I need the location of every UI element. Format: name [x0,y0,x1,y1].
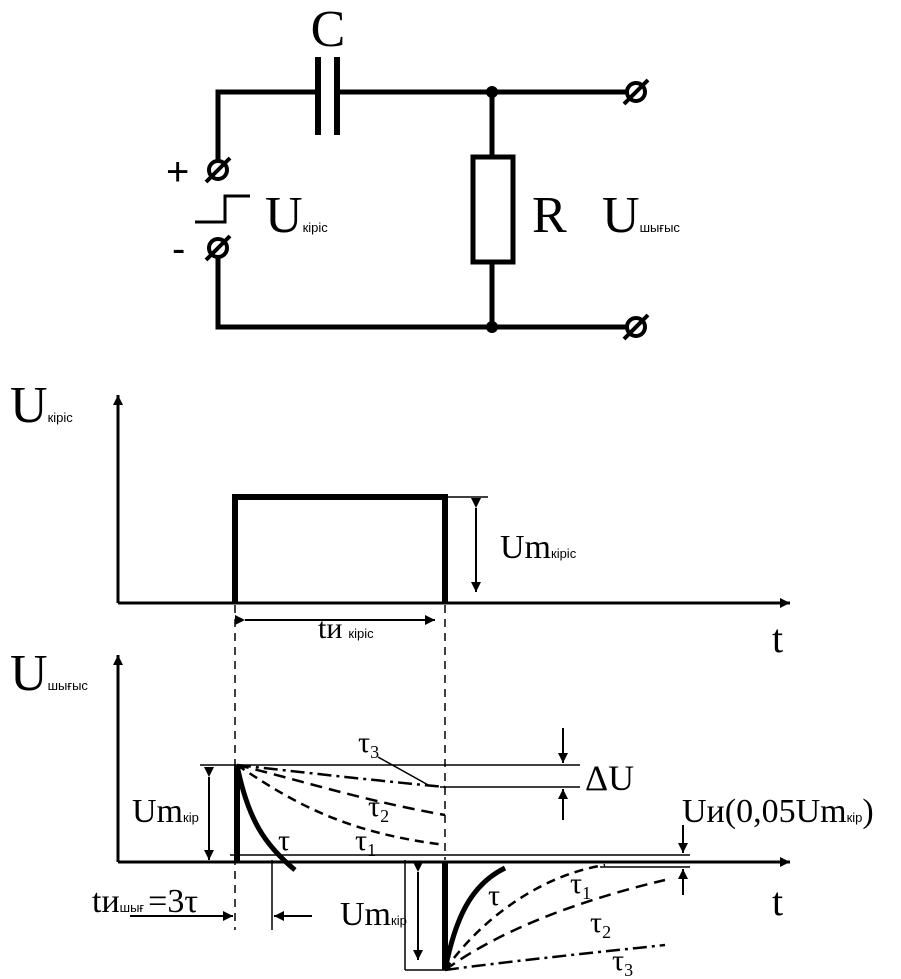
input-voltage-label: Uкіріс [265,187,328,244]
tau2-label-positive: τ2 [368,790,389,826]
minus-sign: - [172,227,185,271]
curve-tau-negative [442,865,507,971]
input-axis-label: Uкіріс [10,377,73,434]
input-pulse [232,494,448,603]
curve-tau2-negative [444,878,666,972]
projection-lines [234,605,446,930]
wire-input-top [215,89,318,165]
curve-tau1-positive [236,763,446,847]
resistor-symbol [470,154,516,265]
threshold-label: Uи(0,05Umкір) [682,793,874,830]
delta-u-label: ΔU [585,758,634,798]
tau3-label-positive: τ3 [358,726,379,762]
curve-tau2-positive [236,763,446,817]
output-response-graph: Uшығыс t Umкір Umкір τ3 τ2 τ1 τ τ τ1 τ2 … [10,645,874,979]
capacitor-label: C [311,1,346,58]
tau1-label-negative: τ1 [570,867,591,903]
tau3-label-negative: τ3 [612,944,633,979]
curve-tau-positive [234,764,297,872]
tau-label-positive: τ [278,824,290,857]
wire-bottom [215,252,628,330]
input-time-label: t [772,616,783,661]
step-input-icon [195,194,250,224]
circuit-wires [215,89,628,330]
terminal-output-top [622,78,650,106]
resistor-label: R [532,187,567,244]
terminal-output-bottom [622,313,650,341]
output-time-label: t [772,879,783,924]
tau1-label-positive: τ1 [355,824,376,860]
curve-tau3-negative [444,943,666,972]
output-voltage-label: Uшығыс [602,187,680,244]
output-pulse-width-label: tишығ=3τ [92,883,198,920]
tau3-leader [377,756,431,787]
tau2-label-negative: τ2 [590,906,611,942]
terminal-input-minus [204,234,232,262]
output-amplitude-label: Umкір [132,793,199,830]
junction-top [486,86,498,98]
circuit-schematic: C R + - Uкіріс Uшығыс [166,1,680,341]
capacitor-symbol [315,57,340,135]
negative-amplitude-label: Umкір [340,896,407,933]
curve-tau3-positive [236,763,446,789]
output-axis-label: Uшығыс [10,645,88,702]
plus-sign: + [166,150,189,194]
junction-bottom [486,321,498,333]
tau-label-negative: τ [488,879,500,912]
input-amplitude-label: Umкіріс [500,529,577,566]
terminal-input-plus [204,156,232,184]
curve-tau1-negative [443,863,606,971]
